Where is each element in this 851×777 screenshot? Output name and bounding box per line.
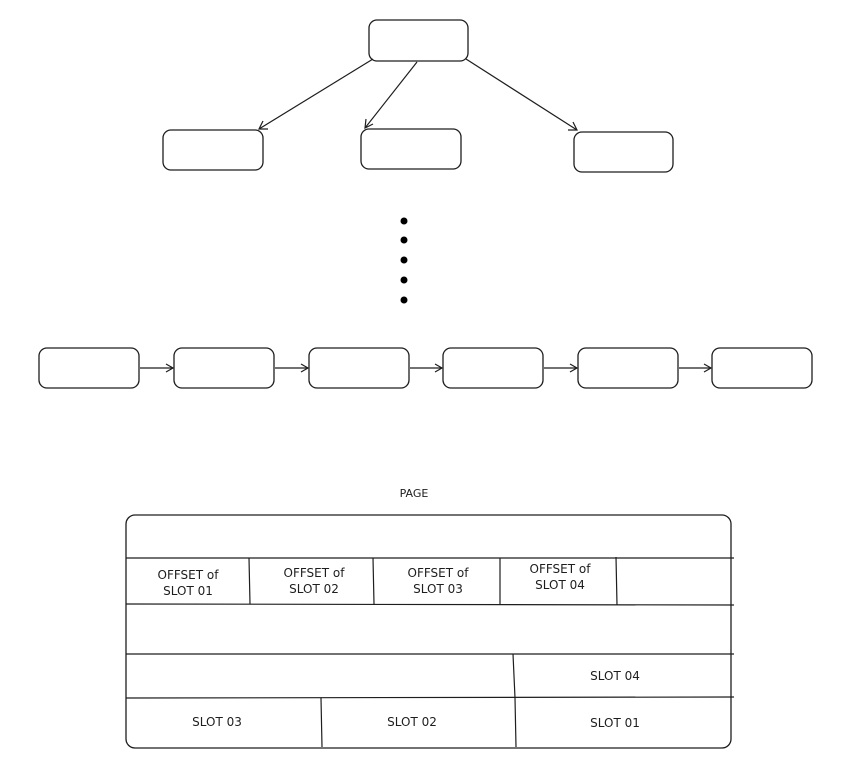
leaf-node-2	[173, 347, 275, 389]
offset-cell-slot-03: OFFSET of SLOT 03	[408, 566, 470, 596]
leaf-link-arrow-5	[679, 363, 713, 373]
offset-cell-slot-04: OFFSET of SLOT 04	[530, 562, 592, 592]
leaf-node-3	[308, 347, 410, 389]
page-container	[125, 514, 735, 749]
offset-cell-slot-02: OFFSET of SLOT 02	[284, 566, 346, 596]
svg-text:OFFSET of: OFFSET of	[408, 566, 470, 580]
leaf-node-6	[711, 347, 813, 389]
svg-text:SLOT 02: SLOT 02	[289, 582, 339, 596]
svg-text:OFFSET of: OFFSET of	[158, 568, 220, 582]
leaf-link-arrow-3	[410, 363, 444, 373]
svg-text:OFFSET of: OFFSET of	[530, 562, 592, 576]
tree-edge-left	[258, 58, 374, 130]
leaf-link-arrow-2	[275, 363, 310, 373]
tree-edge-middle	[364, 61, 418, 130]
tree-child-node-left	[162, 129, 264, 171]
page-title: PAGE	[400, 487, 429, 500]
svg-text:SLOT 04: SLOT 04	[535, 578, 585, 592]
vertical-ellipsis	[400, 217, 408, 304]
tree-edge-right	[465, 58, 578, 131]
slot-01-label: SLOT 01	[590, 716, 640, 730]
leaf-node-1	[38, 347, 140, 389]
slot-03-label: SLOT 03	[192, 715, 242, 729]
svg-text:SLOT 03: SLOT 03	[413, 582, 463, 596]
leaf-link-arrow-4	[544, 363, 579, 373]
tree-child-node-middle	[360, 128, 462, 170]
leaf-node-5	[577, 347, 679, 389]
leaf-node-4	[442, 347, 544, 389]
slot-04-label: SLOT 04	[590, 669, 640, 683]
offset-cell-slot-01: OFFSET of SLOT 01	[158, 568, 220, 598]
svg-text:SLOT 01: SLOT 01	[163, 584, 213, 598]
svg-text:OFFSET of: OFFSET of	[284, 566, 346, 580]
leaf-link-arrow-1	[140, 363, 175, 373]
tree-child-node-right	[573, 131, 674, 173]
slot-02-label: SLOT 02	[387, 715, 437, 729]
tree-root-node	[368, 19, 469, 62]
